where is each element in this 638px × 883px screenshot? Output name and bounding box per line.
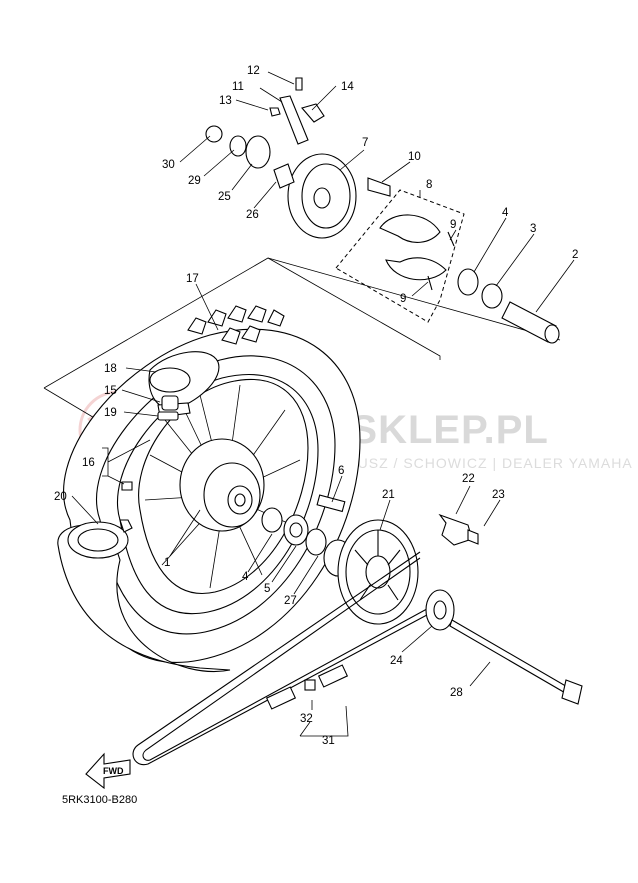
valve-parts [121,395,179,491]
callout-5: 5 [264,583,270,595]
diagram-code: 5RK3100-B280 [62,794,137,806]
callouts: 12 11 13 14 30 29 25 26 7 10 8 9 9 4 3 2… [54,65,578,747]
hub [179,438,265,532]
callout-6: 6 [338,465,344,477]
callout-3: 3 [530,223,536,235]
fwd-label: FWD [103,766,124,776]
callout-30: 30 [162,159,175,171]
plate-and-nut [438,513,479,546]
callout-4a: 4 [502,207,509,219]
axle [449,619,583,705]
callout-9a: 9 [450,219,456,231]
tire-left-separate [57,519,231,672]
callout-12: 12 [247,65,260,77]
brake-panel [287,153,465,323]
callout-7: 7 [362,137,368,149]
chain [132,551,441,766]
callout-29: 29 [188,175,201,187]
callout-17: 17 [186,273,199,285]
callout-18: 18 [104,363,117,375]
callout-2: 2 [572,249,578,261]
callout-25: 25 [218,191,231,203]
chain-joint [265,664,349,710]
callout-4b: 4 [242,571,249,583]
callout-15: 15 [104,385,117,397]
top-hardware [205,77,325,189]
leader-lines [71,71,575,737]
callout-22: 22 [462,473,475,485]
callout-19: 19 [104,407,117,419]
callout-32: 32 [300,713,313,725]
callout-28: 28 [450,687,463,699]
callout-21: 21 [382,489,395,501]
sprocket [323,519,419,625]
callout-13: 13 [219,95,232,107]
callout-27: 27 [284,595,297,607]
callout-1: 1 [164,557,170,569]
callout-24: 24 [390,655,403,667]
small-sprocket [425,589,455,631]
callout-23: 23 [492,489,505,501]
bearings-left [457,268,560,344]
callout-31: 31 [322,735,335,747]
callout-14: 14 [341,81,354,93]
callout-16: 16 [82,457,95,469]
callout-20: 20 [54,491,67,503]
callout-11: 11 [232,81,244,93]
bearings-right [261,494,346,556]
callout-26: 26 [246,209,259,221]
fwd-arrow: FWD [85,752,131,790]
callout-9b: 9 [400,293,406,305]
callout-10: 10 [408,151,421,163]
callout-8: 8 [426,179,432,191]
